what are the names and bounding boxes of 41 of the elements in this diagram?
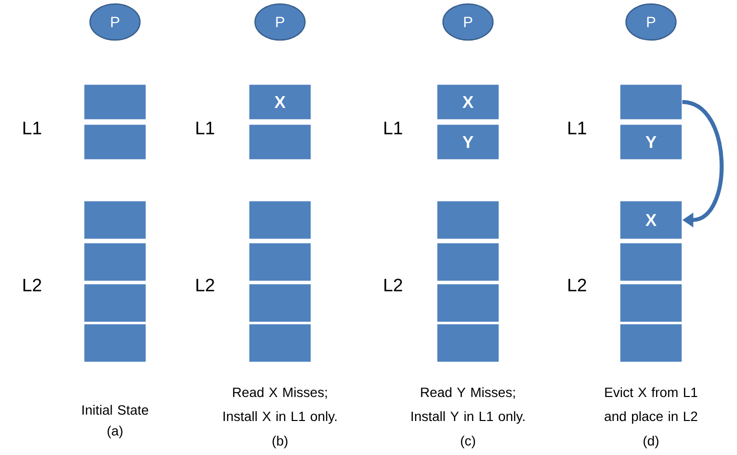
caption: Read Y Misses; Install Y in L1 only. [412,387,524,424]
cache-block [620,242,682,282]
level-label: L1 [384,122,402,134]
cache-block [248,124,312,160]
cache-block: X [620,200,682,240]
caption: Evict X from L1 and place in L2 [604,387,698,424]
panel-letter: (d) [644,436,658,448]
level-label: L1 [196,122,214,134]
cache-block [84,242,146,282]
level-label: L2 [568,278,586,292]
cache-block [436,200,500,240]
cache-block [436,242,500,282]
panel-letter: (a) [108,426,122,438]
cache-block: Y [620,124,682,160]
cache-block: X [248,84,312,120]
panel-letter: (c) [460,436,476,448]
cache-block [436,324,500,362]
level-label: L1 [568,122,586,134]
cache-block [248,284,312,322]
cache-block [84,84,146,120]
cache-block: Y [436,124,500,160]
cache-block: X [436,84,500,120]
curved-arrow [682,100,724,228]
cache-block [620,84,682,120]
level-label: L2 [23,278,42,292]
cache-block [248,200,312,240]
panel-letter: (b) [272,436,288,448]
cache-block [248,324,312,362]
cache-block [84,284,146,322]
level-label: L2 [384,278,402,292]
level-label: L1 [23,122,42,134]
cache-block [620,284,682,322]
level-label: L2 [196,278,214,292]
cache-block [248,242,312,282]
cache-block [620,324,682,362]
cache-block [84,324,146,362]
caption: Initial State [82,404,148,415]
cache-block [84,124,146,160]
caption: Read X Misses; Install X in L1 only. [224,387,336,424]
cache-block [436,284,500,322]
cache-block [84,200,146,240]
